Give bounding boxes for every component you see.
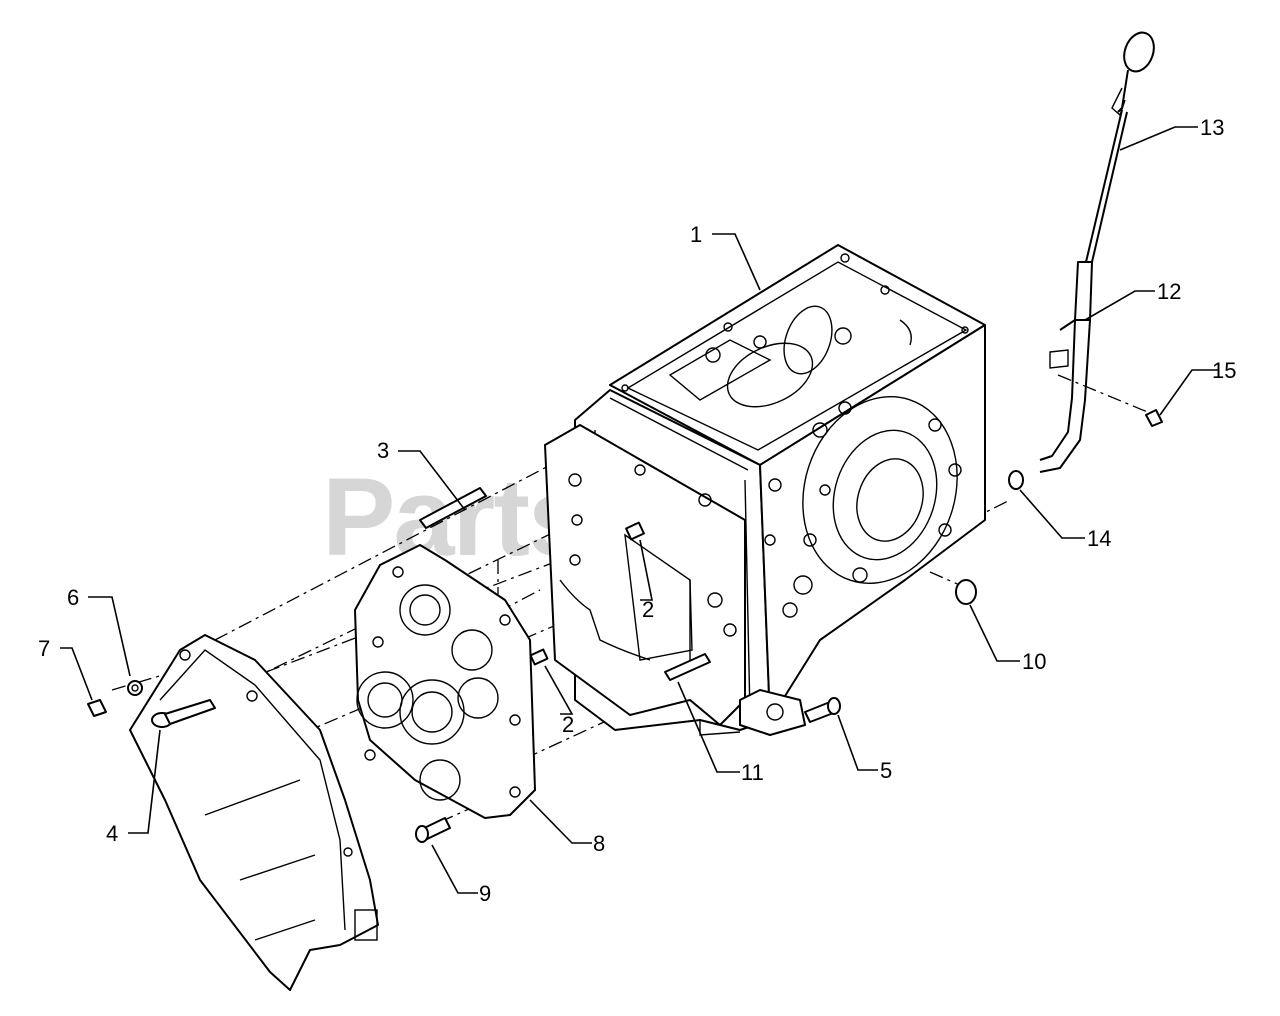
leader-lines bbox=[60, 126, 1218, 894]
callout-2-upper: 2 bbox=[642, 597, 654, 622]
callout-14: 14 bbox=[1087, 526, 1111, 551]
stud-3 bbox=[419, 487, 487, 529]
callout-12: 12 bbox=[1157, 279, 1181, 304]
callout-4: 4 bbox=[106, 821, 118, 846]
callout-13: 13 bbox=[1200, 115, 1224, 140]
side-housing bbox=[129, 634, 379, 991]
callout-11: 11 bbox=[741, 760, 764, 785]
dipstick-tube-12 bbox=[1039, 261, 1093, 473]
callout-7: 7 bbox=[38, 636, 50, 661]
screw-15 bbox=[1145, 409, 1163, 427]
screw-9 bbox=[415, 817, 451, 843]
bolt-4 bbox=[151, 699, 216, 728]
bolt-7 bbox=[87, 699, 107, 717]
callout-15: 15 bbox=[1212, 358, 1236, 383]
callout-6: 6 bbox=[67, 585, 79, 610]
pin-11 bbox=[664, 653, 711, 681]
dowel-pins-2 bbox=[529, 521, 645, 666]
o-ring-14 bbox=[1008, 470, 1024, 490]
plug-10 bbox=[955, 579, 977, 605]
dipstick-13 bbox=[1085, 31, 1155, 263]
callout-10: 10 bbox=[1022, 649, 1046, 674]
front-cover-plate bbox=[354, 544, 536, 819]
callout-8: 8 bbox=[593, 831, 605, 856]
callout-5: 5 bbox=[880, 758, 892, 783]
callout-3: 3 bbox=[377, 438, 389, 463]
callout-labels: 1 2 2 3 4 5 6 7 8 9 10 11 12 13 14 15 bbox=[38, 115, 1236, 906]
nut-6 bbox=[127, 680, 143, 696]
transmission-case bbox=[544, 244, 986, 736]
callout-9: 9 bbox=[479, 881, 491, 906]
callout-2-lower: 2 bbox=[562, 712, 574, 737]
bolt-5 bbox=[804, 697, 841, 723]
callout-1: 1 bbox=[690, 222, 702, 247]
